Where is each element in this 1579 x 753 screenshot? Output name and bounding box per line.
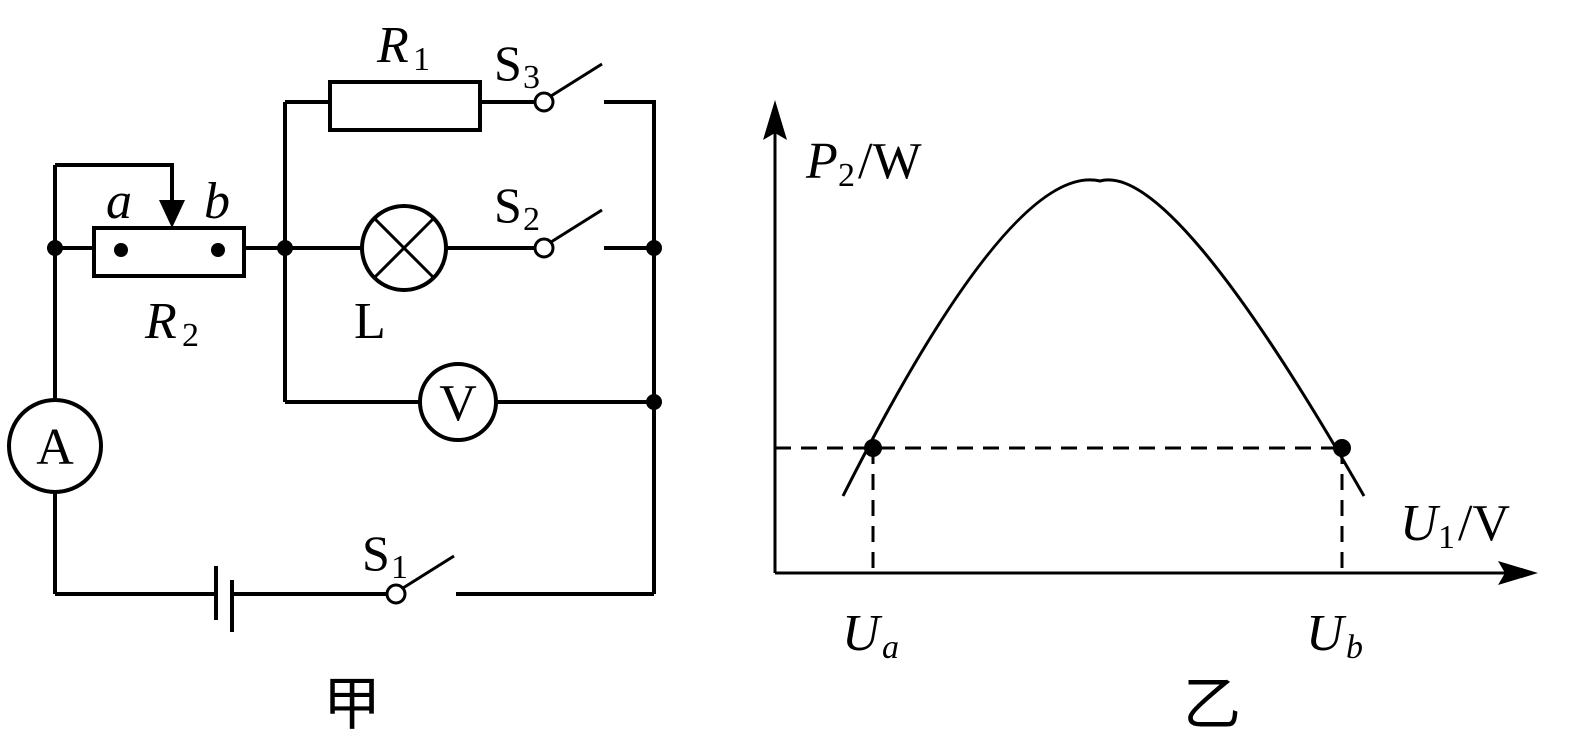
label-r1-sub: 1 <box>413 41 430 78</box>
caption-jia: 甲 <box>323 670 381 738</box>
switch-s1-blade <box>402 554 455 590</box>
wire-bypass <box>55 163 174 213</box>
label-voltmeter: V <box>439 375 477 432</box>
tick-ua-var: U <box>842 605 883 662</box>
circuit-diagram: R 1 S 3 S 2 S 1 a b R 2 L A V 甲 <box>7 17 662 738</box>
wire-s3-right <box>604 100 656 594</box>
x-axis-label-var: U <box>1400 495 1441 552</box>
terminal-a-dot <box>114 243 128 257</box>
label-ammeter: A <box>36 419 74 476</box>
y-axis-arrowhead <box>763 100 787 140</box>
label-s3: S <box>494 35 522 91</box>
y-axis-label-var: P <box>805 133 838 190</box>
label-s2: S <box>494 177 522 233</box>
junction-left <box>47 240 63 256</box>
switch-s2-blade <box>550 208 603 244</box>
point-ub <box>1333 439 1351 457</box>
point-ua <box>864 439 882 457</box>
label-r2: R <box>144 293 177 350</box>
rheostat-r2 <box>92 226 246 278</box>
switch-s2-pivot <box>533 237 555 259</box>
caption-yi: 乙 <box>1183 670 1241 738</box>
resistor-r1 <box>328 80 482 132</box>
y-axis-label-unit: /W <box>858 133 922 190</box>
switch-s3-blade <box>550 62 603 98</box>
label-terminal-a: a <box>106 173 132 230</box>
label-s1: S <box>362 525 390 581</box>
label-s2-sub: 2 <box>523 201 540 238</box>
lamp-l <box>360 204 448 292</box>
tick-ub-sub: b <box>1346 629 1363 666</box>
power-voltage-graph: P 2 /W U 1 /V U a U b 乙 <box>763 100 1538 738</box>
slider-arrowhead <box>159 200 185 228</box>
label-r2-sub: 2 <box>182 317 199 354</box>
label-terminal-b: b <box>204 173 230 230</box>
ammeter <box>7 398 103 494</box>
label-lamp: L <box>354 293 386 350</box>
switch-s3-pivot <box>533 91 555 113</box>
tick-ua-sub: a <box>882 629 899 666</box>
x-axis-label-sub: 1 <box>1438 519 1455 556</box>
label-s3-sub: 3 <box>523 59 540 96</box>
switch-s1-pivot <box>385 583 407 605</box>
tick-ub-var: U <box>1306 605 1347 662</box>
y-axis-label-sub: 2 <box>838 157 855 194</box>
x-axis-arrowhead <box>1498 561 1538 585</box>
power-curve <box>841 178 1366 497</box>
terminal-b-dot <box>211 243 225 257</box>
label-r1: R <box>376 17 409 74</box>
label-s1-sub: 1 <box>391 549 408 586</box>
x-axis-label-unit: /V <box>1458 495 1510 552</box>
